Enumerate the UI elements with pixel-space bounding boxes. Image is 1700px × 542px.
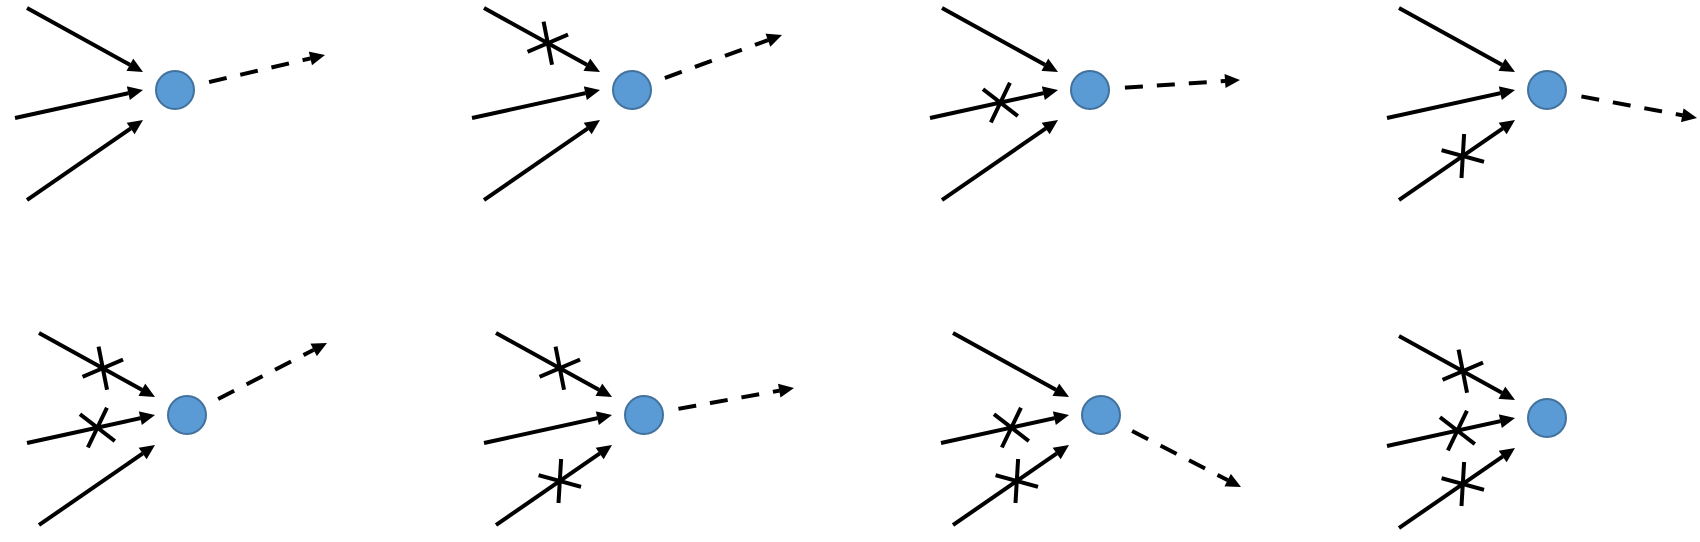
- blocked-top-cross-icon: [81, 346, 124, 391]
- neuron-node: [1527, 70, 1567, 110]
- input-middle-arrowhead: [138, 411, 155, 426]
- input-top-arrowhead: [583, 58, 600, 72]
- neuron-node: [1070, 70, 1110, 110]
- output-signal-arrowhead: [308, 51, 325, 66]
- neuron-panel-3: [929, 6, 1240, 202]
- blocked-middle-cross-icon: [981, 81, 1020, 124]
- output-signal-arrowhead: [1224, 473, 1241, 487]
- output-signal-arrowhead: [1680, 108, 1697, 123]
- input-middle-line: [1386, 91, 1501, 120]
- input-middle-arrowhead: [1041, 86, 1058, 101]
- blocked-top-cross-icon: [1441, 349, 1484, 394]
- input-bottom-arrowhead: [1498, 448, 1515, 463]
- input-top-arrowhead: [1041, 58, 1058, 72]
- blocked-bottom-cross-icon: [1441, 461, 1485, 507]
- input-middle-arrowhead: [1052, 411, 1069, 426]
- neuron-node: [167, 395, 207, 435]
- input-top-arrowhead: [1052, 383, 1069, 397]
- input-bottom-arrowhead: [583, 120, 600, 135]
- neuron-node: [624, 395, 664, 435]
- input-middle-line: [26, 416, 141, 445]
- output-signal-line: [217, 348, 315, 401]
- input-middle-line: [483, 416, 598, 445]
- neuron-node: [155, 70, 195, 110]
- input-top-line: [38, 331, 143, 392]
- input-bottom-line: [25, 126, 132, 202]
- blocked-bottom-cross-icon: [1441, 133, 1485, 179]
- input-top-line: [26, 6, 131, 67]
- blocked-middle-cross-icon: [78, 406, 117, 449]
- input-top-arrowhead: [1498, 386, 1515, 400]
- input-top-line: [1398, 6, 1503, 67]
- blocked-middle-cross-icon: [992, 406, 1031, 449]
- output-signal-arrowhead: [777, 383, 794, 398]
- input-bottom-line: [1397, 454, 1504, 530]
- input-middle-arrowhead: [1498, 414, 1515, 429]
- input-bottom-line: [494, 451, 601, 527]
- input-top-line: [952, 331, 1057, 392]
- input-bottom-arrowhead: [1041, 120, 1058, 135]
- input-middle-arrowhead: [583, 86, 600, 101]
- input-middle-line: [14, 91, 129, 120]
- input-middle-arrowhead: [1498, 86, 1515, 101]
- input-bottom-line: [1397, 126, 1504, 202]
- output-signal-line: [1131, 429, 1229, 482]
- neuron-node: [612, 70, 652, 110]
- blocked-bottom-cross-icon: [995, 458, 1039, 504]
- output-signal-arrowhead: [765, 33, 782, 47]
- input-middle-arrowhead: [595, 411, 612, 426]
- blocked-middle-cross-icon: [1438, 409, 1477, 452]
- input-top-arrowhead: [126, 58, 143, 72]
- neuron-panel-1: [14, 6, 325, 202]
- input-bottom-arrowhead: [126, 120, 143, 135]
- input-top-line: [483, 6, 588, 67]
- neuron-panel-8: [1386, 334, 1567, 530]
- neuron-panel-7: [940, 331, 1241, 527]
- input-bottom-line: [940, 126, 1047, 202]
- input-top-arrowhead: [595, 383, 612, 397]
- output-signal-line: [664, 38, 769, 80]
- neuron-panel-5: [26, 331, 327, 527]
- input-bottom-line: [37, 451, 144, 527]
- output-signal-line: [1124, 79, 1226, 90]
- input-middle-line: [940, 416, 1055, 445]
- input-bottom-arrowhead: [138, 445, 155, 460]
- input-top-arrowhead: [138, 383, 155, 397]
- input-top-arrowhead: [1498, 58, 1515, 72]
- input-top-line: [1398, 334, 1503, 395]
- neuron-panel-6: [483, 331, 794, 527]
- blocked-bottom-cross-icon: [538, 458, 582, 504]
- input-bottom-line: [482, 126, 589, 202]
- neuron-node: [1081, 395, 1121, 435]
- neuron-panel-2: [471, 6, 782, 202]
- input-middle-line: [929, 91, 1044, 120]
- input-bottom-arrowhead: [1498, 120, 1515, 135]
- input-bottom-arrowhead: [595, 445, 612, 460]
- input-top-line: [495, 331, 600, 392]
- output-signal-line: [208, 56, 311, 84]
- output-signal-line: [678, 388, 780, 411]
- input-middle-line: [471, 91, 586, 120]
- input-bottom-arrowhead: [1052, 445, 1069, 460]
- neuron-panel-4: [1386, 6, 1697, 202]
- input-top-line: [941, 6, 1046, 67]
- input-bottom-line: [951, 451, 1058, 527]
- output-signal-arrowhead: [1224, 74, 1240, 88]
- neuron-node: [1527, 398, 1567, 438]
- input-middle-arrowhead: [126, 86, 143, 101]
- input-middle-line: [1386, 419, 1501, 448]
- blocked-top-cross-icon: [526, 21, 569, 66]
- output-signal-line: [1581, 94, 1683, 118]
- output-signal-arrowhead: [310, 343, 327, 357]
- blocked-top-cross-icon: [538, 346, 581, 391]
